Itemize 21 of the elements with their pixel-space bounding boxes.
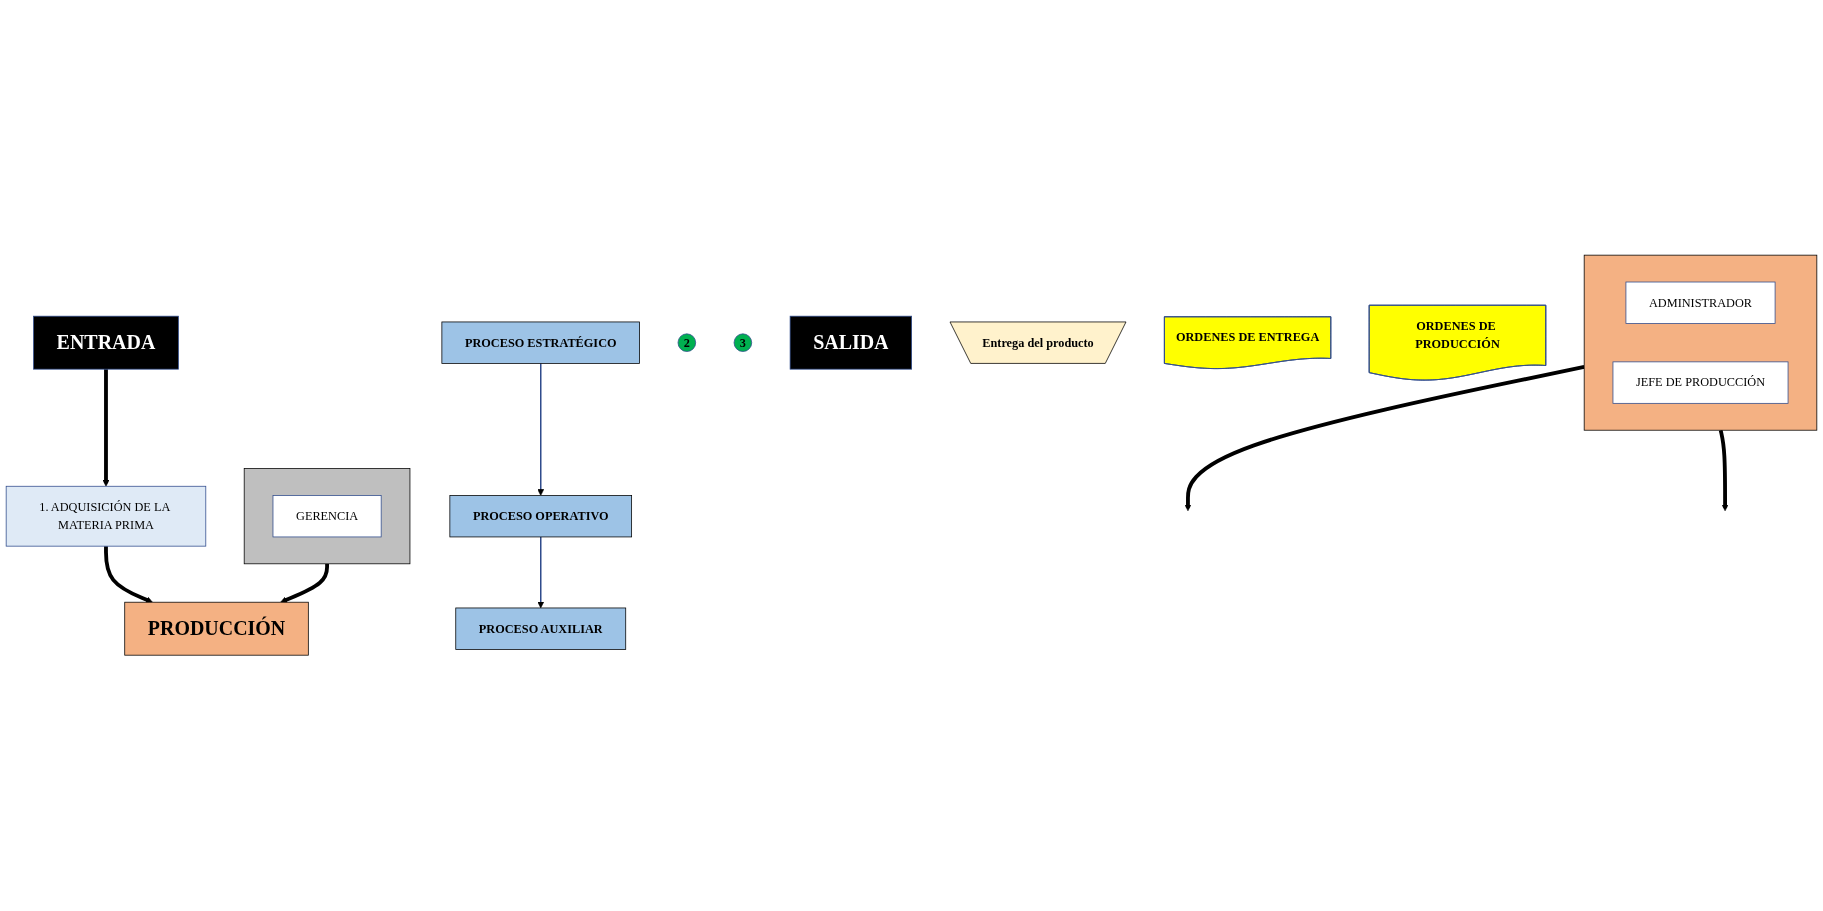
node-box: PROCESO AUXILIAR [455, 607, 627, 651]
node-box: 1. ADQUISICIÓN DE LA MATERIA PRIMA [5, 486, 207, 547]
node-box: PROCESO OPERATIVO [449, 495, 632, 538]
node-box: SALIDA [789, 316, 912, 370]
arrow [537, 362, 545, 497]
node-box: JEFE DE PRODUCCIÓN [1612, 361, 1789, 405]
arrow [280, 564, 329, 604]
node-box: ENTRADA [33, 316, 179, 370]
node-box: PRODUCCIÓN [124, 602, 309, 656]
arrow [1718, 430, 1729, 512]
arrow [1184, 365, 1585, 512]
cluster [1583, 255, 1818, 431]
arrow [104, 546, 153, 604]
node-circle: 2 [677, 333, 697, 353]
node-box: PROCESO ESTRATÉGICO [441, 321, 640, 365]
node-circle: 3 [733, 333, 753, 353]
arrow [537, 536, 545, 609]
node-box: GERENCIA [272, 495, 382, 538]
node-box: ADMINISTRADOR [1625, 281, 1776, 325]
cluster [243, 468, 411, 565]
arrow [102, 369, 110, 487]
